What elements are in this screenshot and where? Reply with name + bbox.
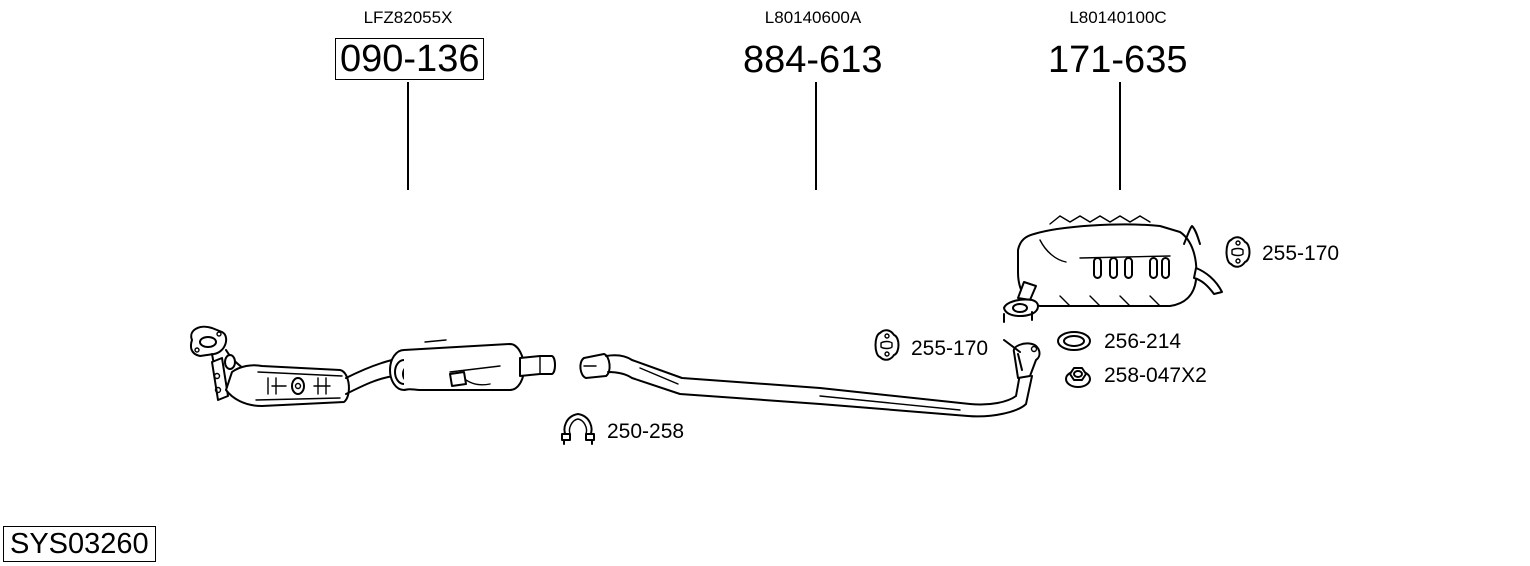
oem-number-label: L80140600A [764,8,862,27]
leader-line [407,82,409,190]
accessory-label[interactable]: 255-170 [911,337,989,360]
part-number-label[interactable]: 171-635 [1048,39,1188,81]
accessory-label[interactable]: 255-170 [1262,242,1340,265]
gasket-ring-icon [1057,331,1091,351]
rear-silencer-drawing [1003,215,1223,323]
middle-pipe-drawing [579,339,1041,418]
flange-nut-icon [1065,367,1091,388]
rubber-hanger-icon [874,329,900,361]
pipe-clamp-icon [561,413,595,445]
rubber-hanger-icon [1225,236,1251,268]
leader-line [1119,82,1121,190]
oem-number-label: L80140100C [1069,8,1167,27]
accessory-label[interactable]: 256-214 [1104,330,1182,353]
part-number-label[interactable]: 090-136 [335,38,485,80]
accessory-label[interactable]: 258-047X2 [1104,364,1207,387]
part-number-label[interactable]: 884-613 [743,39,883,81]
leader-line [815,82,817,190]
system-number-label: SYS03260 [3,526,156,562]
catalytic-converter-drawing [190,325,556,407]
oem-number-label: LFZ82055X [363,8,453,27]
accessory-label[interactable]: 250-258 [607,420,685,443]
